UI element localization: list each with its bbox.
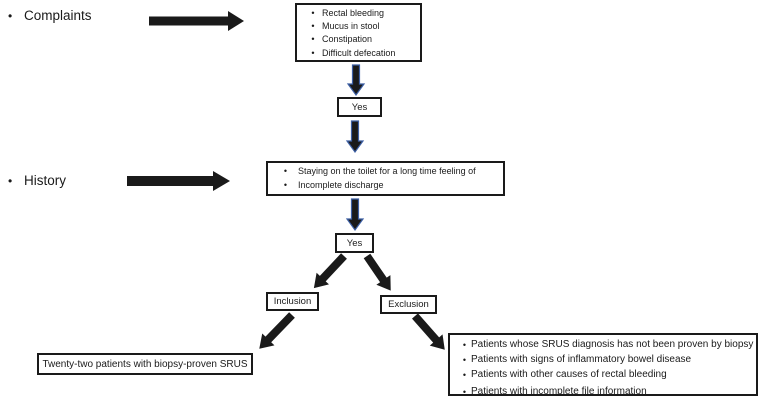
yes-top-box: Yes [337, 97, 382, 117]
bullet-icon: • [462, 387, 467, 398]
history-label: • History [6, 173, 66, 188]
bullet-list-item: • Incomplete discharge [268, 179, 503, 193]
list-item-text: Mucus in stool [322, 21, 380, 32]
list-item-text: Patients whose SRUS diagnosis has not be… [471, 339, 754, 350]
bullet-icon: • [311, 8, 315, 18]
exclusion-to-list-arrow [411, 313, 445, 350]
yes-bottom-box: Yes [335, 233, 374, 253]
inclusion-result-box: Twenty-two patients with biopsy-proven S… [37, 353, 253, 375]
bullet-list-item: • Rectal bleeding [297, 7, 420, 20]
bullet-icon: • [283, 179, 288, 190]
list-item-text: Incomplete discharge [298, 179, 384, 190]
exclusion-box: Exclusion [380, 295, 437, 314]
bullet-icon: • [311, 47, 315, 58]
history-right-arrow [127, 171, 230, 191]
bullet-icon: • [8, 174, 13, 188]
bullet-list-item: • Patients with other causes of rectal bl… [450, 368, 756, 383]
history-box: • Staying on the toilet for a long time f… [266, 161, 505, 196]
exclusion-criteria-box: • Patients whose SRUS diagnosis has not b… [448, 333, 758, 397]
bullet-icon: • [311, 34, 315, 45]
inclusion-to-result-arrow [259, 312, 295, 349]
complaints-list: • Rectal bleeding • Mucus in stool • Constipa… [297, 7, 420, 60]
list-item-text: Patients with incomplete file informatio… [471, 386, 647, 398]
bullet-list-item: • Staying on the toilet for a long time f… [268, 165, 503, 179]
list-item-text: Difficult defecation [322, 47, 396, 58]
inclusion-result-label: Twenty-two patients with biopsy-proven S… [42, 358, 248, 370]
list-item-text: Constipation [322, 34, 373, 45]
history-to-yes-arrow [345, 198, 365, 232]
bullet-list-item: • Patients with signs of inflammatory bow… [450, 353, 756, 368]
complaints-label: • Complaints [6, 8, 92, 23]
bullet-icon: • [462, 354, 467, 365]
bullet-list-item: • Patients whose SRUS diagnosis has not b… [450, 338, 756, 353]
yes-to-inclusion-arrow [313, 253, 347, 289]
complaints-to-yes-arrow [346, 64, 366, 97]
list-item-text: Patients with other causes of rectal ble… [471, 368, 667, 380]
bullet-icon: • [311, 21, 315, 32]
bullet-icon: • [8, 9, 13, 23]
list-item-text: Patients with signs of inflammatory bowe… [471, 353, 692, 365]
yes-to-exclusion-arrow [363, 253, 391, 291]
inclusion-box: Inclusion [266, 292, 319, 311]
yes-bottom-label: Yes [346, 237, 363, 249]
bullet-list-item: • Difficult defecation [297, 47, 420, 60]
yes-top-label: Yes [351, 101, 368, 113]
complaints-label-text: Complaints [24, 8, 92, 23]
yes-to-history-arrow [345, 120, 365, 154]
complaints-right-arrow [149, 11, 244, 31]
bullet-icon: • [283, 166, 288, 176]
list-item-text: Rectal bleeding [322, 8, 385, 18]
bullet-list-item: • Constipation [297, 33, 420, 46]
bullet-list-item: • Patients with incomplete file informati… [450, 385, 756, 400]
bullet-list-item: • Mucus in stool [297, 20, 420, 33]
list-item-text: Staying on the toilet for a long time fe… [298, 166, 476, 176]
bullet-icon: • [462, 340, 467, 350]
exclusion-label: Exclusion [388, 299, 429, 310]
bullet-icon: • [462, 369, 467, 380]
complaints-box: • Rectal bleeding • Mucus in stool • Constipa… [295, 3, 422, 62]
exclusion-criteria-list: • Patients whose SRUS diagnosis has not b… [450, 338, 756, 400]
inclusion-label: Inclusion [273, 296, 312, 307]
history-list: • Staying on the toilet for a long time f… [268, 165, 503, 193]
history-label-text: History [24, 173, 67, 188]
